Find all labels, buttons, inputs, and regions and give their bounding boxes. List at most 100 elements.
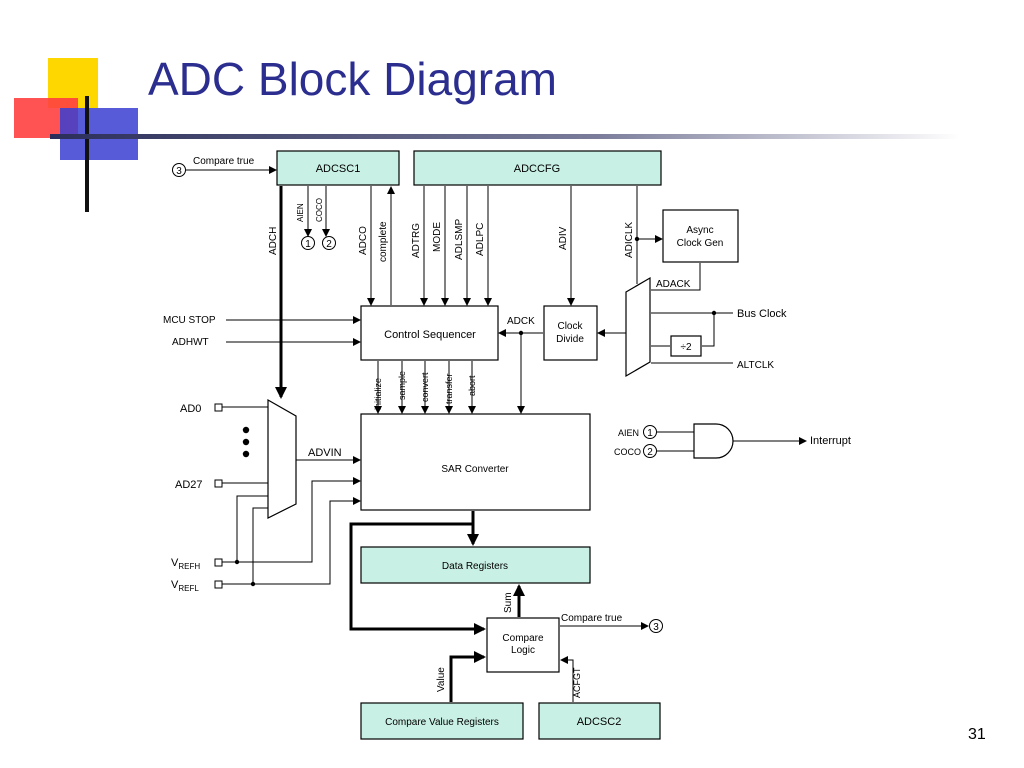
wire-acfgt — [560, 656, 574, 702]
pin-ad27 — [214, 479, 223, 488]
clock-divide-label-1: Clock — [557, 321, 583, 332]
abort-label: abort — [467, 375, 477, 396]
junction-adiclk — [634, 236, 640, 242]
compare-true-out-label: Compare true — [561, 613, 623, 624]
marker-3-out-label: 3 — [653, 622, 659, 633]
divide-by-two-block — [670, 335, 702, 357]
mode-label: MODE — [432, 222, 443, 252]
compare-value-registers-label: Compare Value Registers — [385, 717, 499, 728]
page-number: 31 — [968, 726, 986, 743]
sample-label: sample — [397, 371, 407, 400]
deco-vertical-bar — [85, 96, 89, 212]
adlsmp-label: ADLSMP — [454, 219, 465, 260]
control-sequencer-label: Control Sequencer — [384, 329, 476, 341]
and-gate — [693, 423, 734, 459]
title-rule — [50, 134, 960, 139]
adcsc2-label: ADCSC2 — [577, 716, 622, 728]
adccfg-label: ADCCFG — [514, 163, 560, 175]
vrefl-main: V — [171, 579, 179, 591]
sum-label: Sum — [503, 592, 514, 613]
register-blocks — [276, 150, 662, 740]
data-registers-label: Data Registers — [442, 561, 508, 572]
clock-mux — [625, 276, 651, 378]
compare-value-registers-block — [360, 702, 524, 740]
mcu-stop-label: MCU STOP — [163, 315, 216, 326]
marker-1-gate-label: 1 — [647, 428, 653, 439]
clock-divide-block — [543, 305, 598, 361]
adcsc1-block — [276, 150, 400, 186]
async-clock-gen-label-1: Async — [686, 225, 713, 236]
adccfg-block — [413, 150, 662, 186]
divide-by-two-label: ÷2 — [680, 342, 691, 353]
wire-vrefl-up — [252, 507, 268, 584]
adlpc-label: ADLPC — [475, 223, 486, 256]
acfgt-label: ACFGT — [572, 667, 582, 698]
altclk-label: ALTCLK — [737, 360, 774, 371]
vrefl-label: VREFL — [171, 579, 199, 593]
sar-converter-label: SAR Converter — [441, 464, 509, 475]
junction-bus-clock — [711, 310, 717, 316]
junction-adck — [518, 330, 524, 336]
ad0-label: AD0 — [180, 403, 201, 415]
data-registers-block — [360, 546, 591, 584]
wire-vrefl-sar — [253, 497, 361, 585]
marker-1-aien-label: 1 — [305, 239, 311, 250]
complete-label: complete — [378, 221, 389, 262]
ad27-label: AD27 — [175, 479, 203, 491]
pin-vrefl — [214, 580, 223, 589]
slide-title: ADC Block Diagram — [148, 53, 557, 105]
clock-divide-label-2: Divide — [556, 334, 584, 345]
interrupt-label: Interrupt — [810, 435, 851, 447]
wire-vrefh-up — [236, 495, 268, 562]
logic-blocks — [267, 209, 739, 673]
compare-logic-label-2: Logic — [511, 645, 535, 656]
junction-vrefh — [234, 559, 240, 565]
wire-adiclk — [636, 186, 663, 243]
marker-2-coco-label: 2 — [326, 239, 332, 250]
marker-2-coco — [322, 236, 336, 250]
ellipsis-dots — [242, 426, 250, 458]
bus-sar-to-compare — [349, 522, 486, 635]
marker-3-in — [172, 163, 186, 177]
marker-2-gate-label: 2 — [647, 447, 653, 458]
adcsc1-label: ADCSC1 — [316, 163, 361, 175]
junction-vrefl — [250, 581, 256, 587]
control-sequencer-block — [360, 305, 499, 361]
pin-ad0 — [214, 403, 223, 412]
marker-3-out — [649, 619, 663, 633]
vrefh-sub: REFH — [178, 562, 200, 571]
wire-bus-clock-div — [702, 313, 715, 347]
wire-vrefh-sar — [237, 477, 361, 563]
adcsc2-block — [538, 702, 661, 740]
title-decoration — [14, 58, 960, 212]
aien-gate-label: AIEN — [618, 428, 639, 438]
marker-1-aien — [301, 236, 315, 250]
value-label: Value — [436, 667, 447, 692]
wire-adack — [651, 263, 701, 291]
sar-converter-block — [360, 413, 591, 511]
async-clock-gen-label-2: Clock Gen — [677, 238, 724, 249]
coco-gate-label: COCO — [614, 447, 641, 457]
initialize-label: initialize — [373, 378, 383, 410]
ellipsis-dot — [242, 438, 250, 446]
ellipsis-dot — [242, 450, 250, 458]
ellipsis-dot — [242, 426, 250, 434]
convert-label: convert — [420, 372, 430, 402]
bus-wires — [275, 186, 525, 702]
adco-label: ADCO — [358, 226, 369, 255]
adiclk-label: ADICLK — [624, 222, 635, 258]
circled-markers — [172, 163, 663, 633]
pin-squares — [214, 403, 223, 589]
junction-dots — [234, 236, 717, 587]
pin-vrefh — [214, 558, 223, 567]
compare-logic-block — [486, 617, 560, 673]
marker-3-in-label: 3 — [176, 166, 182, 177]
compare-logic-label-1: Compare — [502, 633, 544, 644]
adiv-label: ADIV — [558, 226, 569, 250]
compare-true-in-label: Compare true — [193, 156, 255, 167]
vrefl-sub: REFL — [178, 584, 199, 593]
adack-label: ADACK — [656, 279, 691, 290]
input-mux — [267, 398, 297, 519]
adhwt-label: ADHWT — [172, 337, 209, 348]
